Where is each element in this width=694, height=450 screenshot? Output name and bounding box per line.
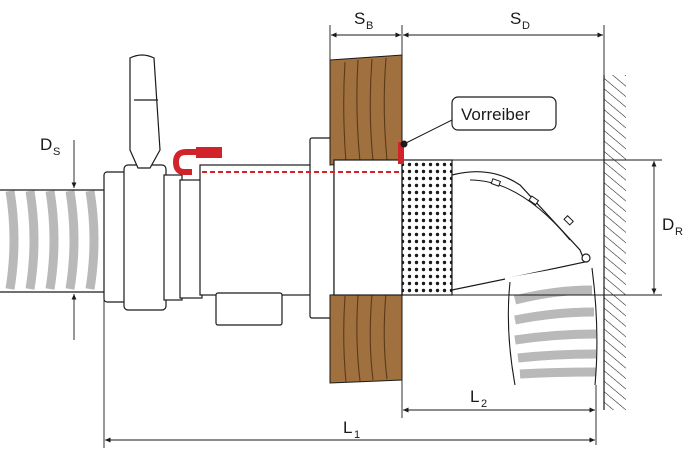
dimension-l2: L 2 — [401, 300, 597, 445]
dr-label: D — [662, 215, 674, 234]
red-hook — [172, 147, 222, 175]
dimension-l1: L 1 — [103, 300, 595, 448]
dimension-sd: S D — [403, 9, 605, 75]
dimension-dr: D R — [452, 159, 683, 296]
l2-subscript: 2 — [481, 398, 487, 410]
ds-subscript: S — [53, 146, 60, 158]
sd-subscript: D — [522, 20, 530, 32]
lower-bend-hose — [505, 262, 600, 386]
perforated-section — [401, 159, 453, 296]
flap-assembly — [451, 171, 591, 291]
wall-wood — [329, 54, 403, 384]
lever-handle — [129, 54, 161, 169]
vorreiber-callout: Vorreiber — [451, 96, 557, 131]
l2-label: L — [470, 387, 479, 406]
sb-label: S — [354, 9, 365, 28]
l1-label: L — [343, 418, 352, 437]
right-wall — [603, 75, 626, 410]
dimension-sb: S B — [329, 9, 403, 60]
left-hose — [0, 189, 108, 293]
dr-subscript: R — [675, 226, 683, 238]
sb-subscript: B — [366, 20, 373, 32]
wall-sleeve — [333, 159, 403, 296]
sd-label: S — [510, 9, 521, 28]
coupling-body — [103, 137, 335, 326]
vorreiber-red-tab — [398, 142, 404, 164]
ds-label: D — [40, 135, 52, 154]
l1-subscript: 1 — [354, 429, 360, 441]
callout-label: Vorreiber — [461, 105, 530, 124]
dimension-ds: D S — [40, 135, 100, 340]
